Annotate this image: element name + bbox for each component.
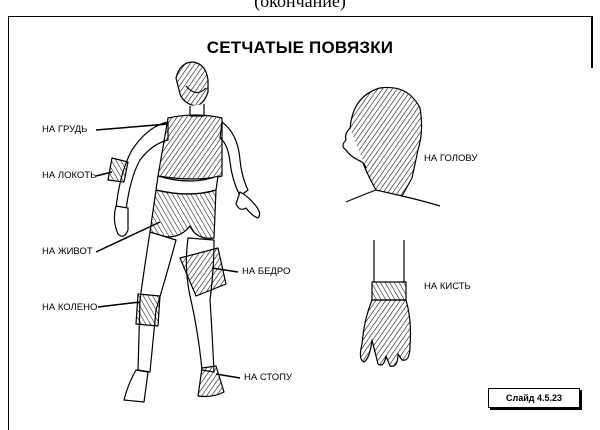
label-knee: НА КОЛЕНО <box>42 302 97 313</box>
label-hand: НА КИСТЬ <box>424 281 471 292</box>
head-profile <box>343 87 440 206</box>
full-body-figure <box>108 62 260 402</box>
label-elbow: НА ЛОКОТЬ <box>42 170 96 181</box>
label-head: НА ГОЛОВУ <box>424 153 477 164</box>
label-thigh: НА БЕДРО <box>242 266 290 277</box>
slide-title: СЕТЧАТЫЕ ПОВЯЗКИ <box>175 38 425 58</box>
slide-number-badge: Слайд 4.5.23 <box>488 388 580 408</box>
label-foot: НА СТОПУ <box>244 372 292 383</box>
hand-figure <box>360 240 410 366</box>
label-abdomen: НА ЖИВОТ <box>42 246 93 257</box>
label-chest: НА ГРУДЬ <box>42 124 87 135</box>
